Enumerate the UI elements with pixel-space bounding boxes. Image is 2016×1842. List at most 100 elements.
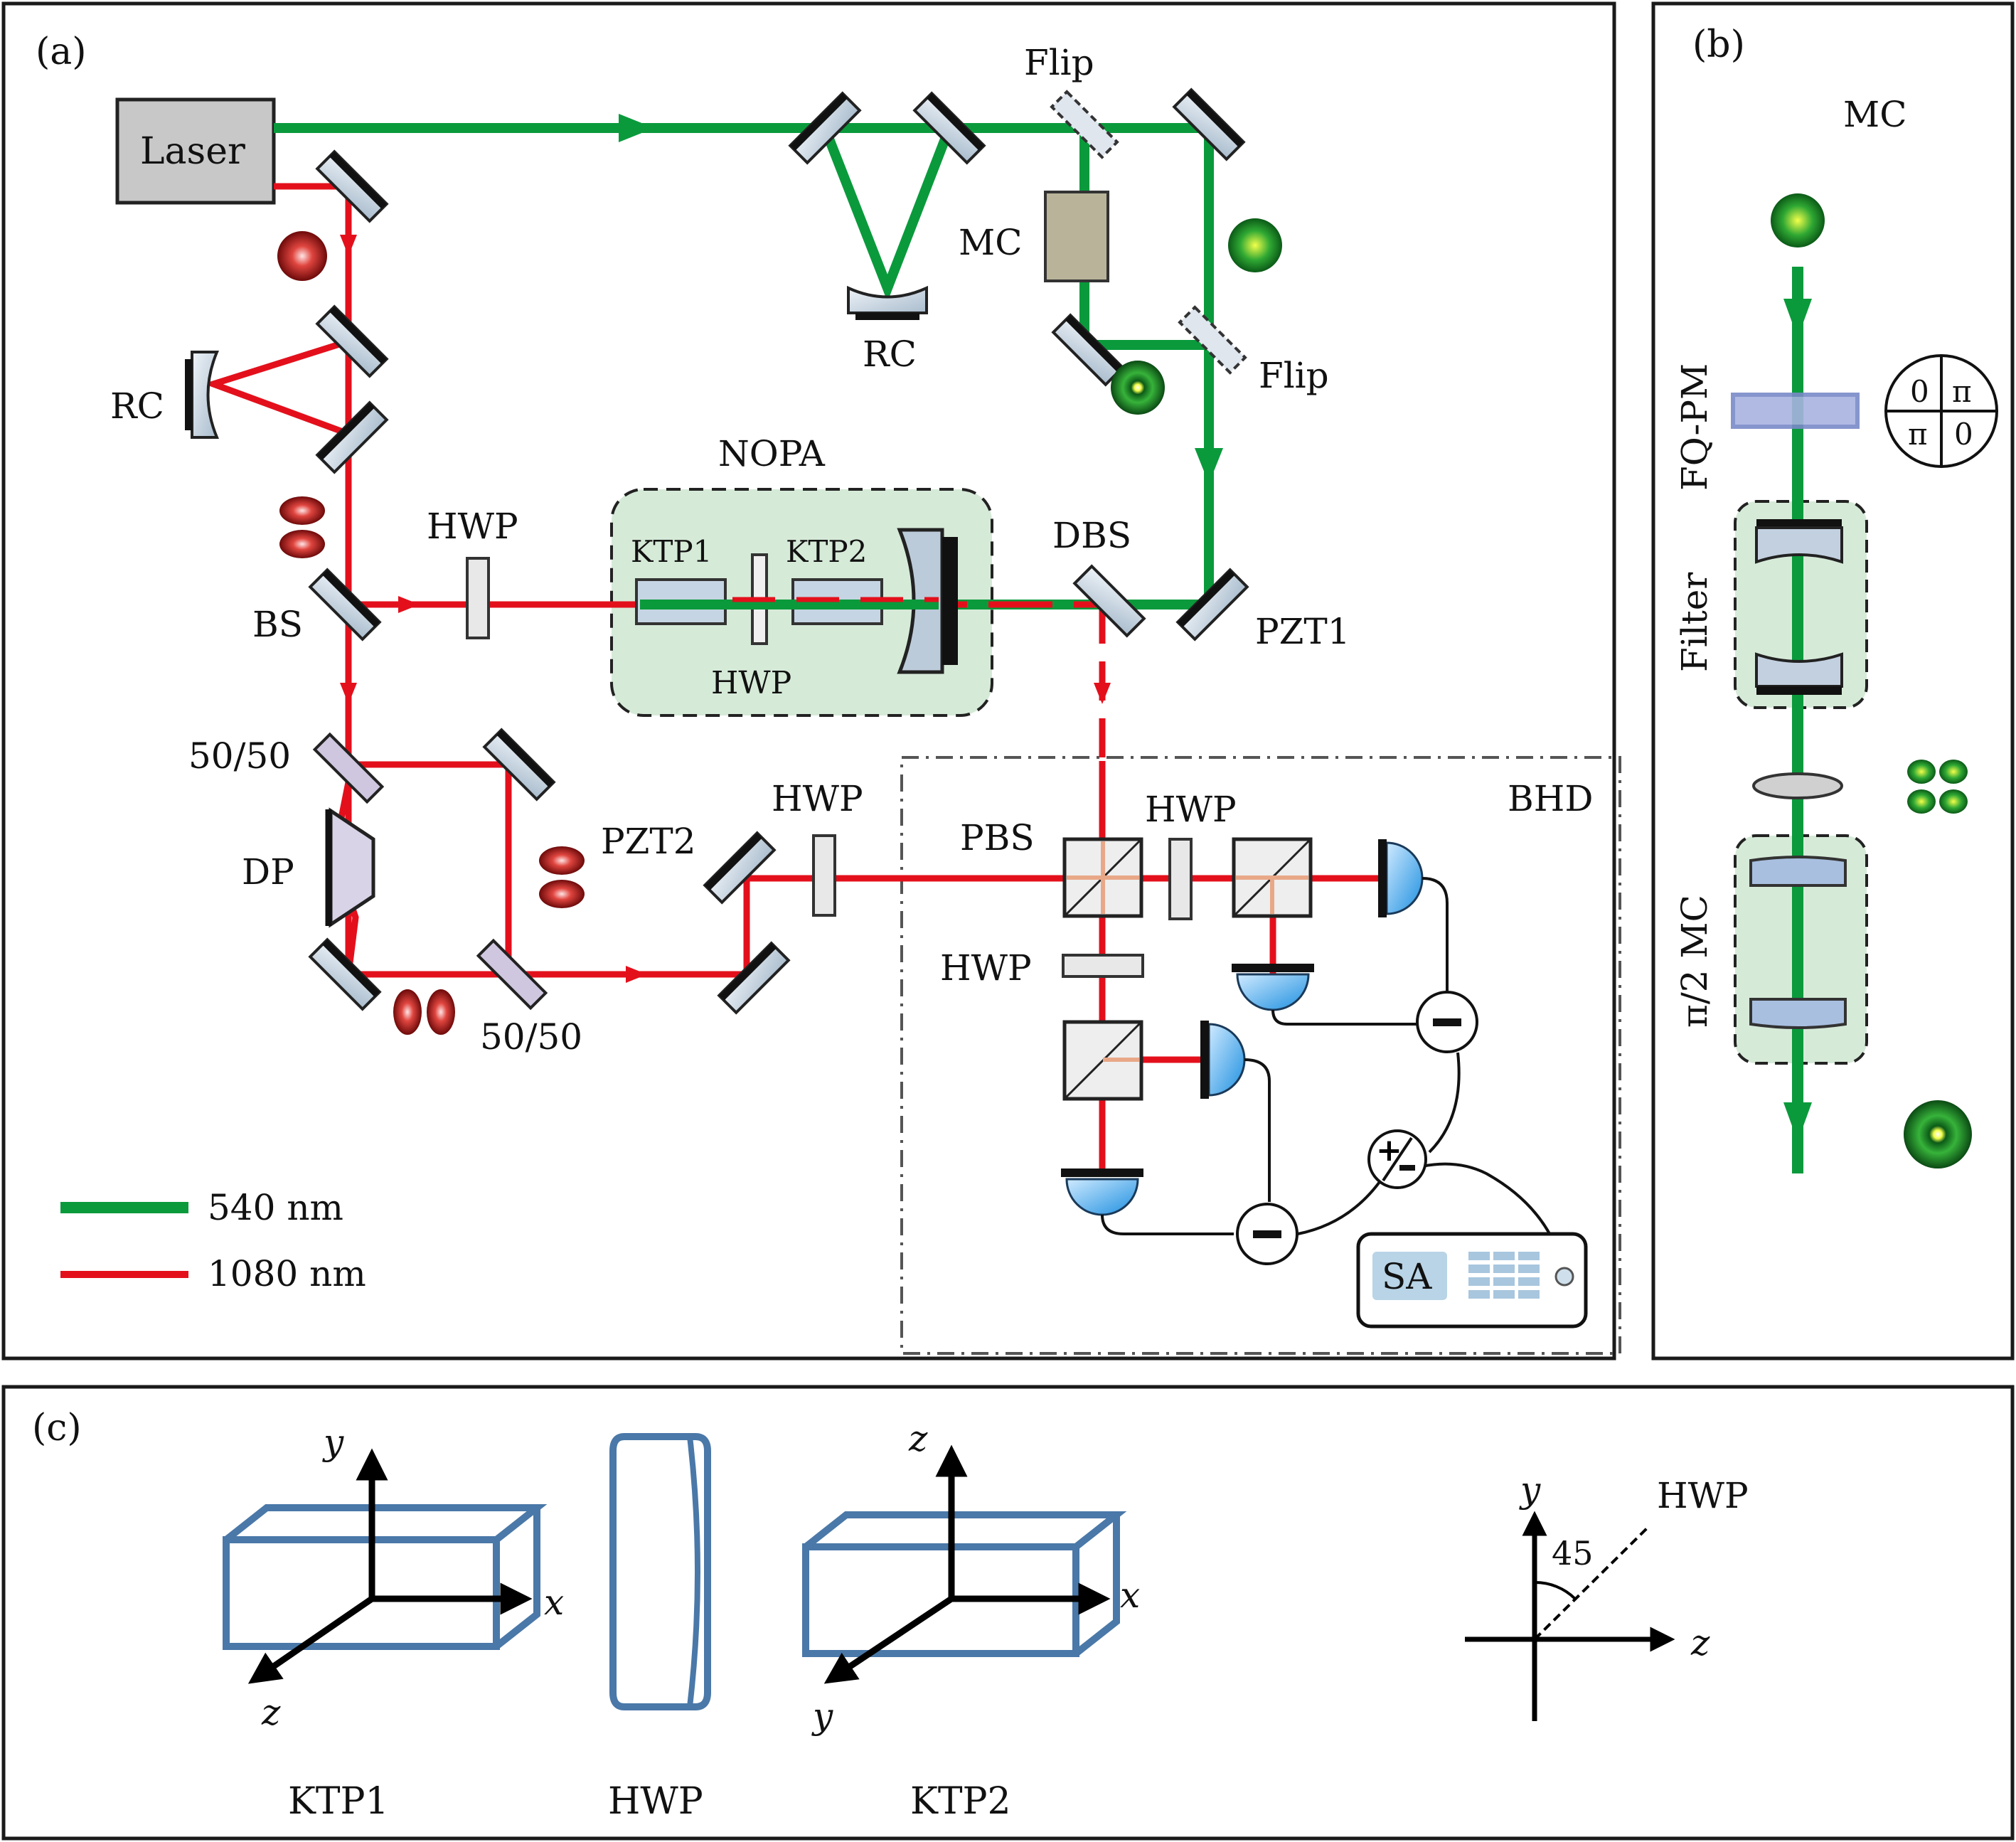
red-arrows [340, 235, 1111, 983]
rc-left-curved-mirror [185, 351, 219, 439]
ktp1-axes [247, 1448, 533, 1684]
panel-b-input-spot [1771, 193, 1825, 247]
filter-mirror-top [1755, 519, 1843, 564]
hwp-axis-up: y [1519, 1469, 1541, 1511]
hwp-plate-bhd1 [1168, 838, 1193, 920]
hwp-bhd1-label: HWP [1145, 789, 1237, 830]
red-spot-hg-horizontal [393, 989, 455, 1035]
split1-label: 50/50 [188, 735, 291, 777]
panel-b-arrow-top [1783, 299, 1812, 338]
pzt1-label: PZT1 [1255, 611, 1350, 652]
dbs-label: DBS [1052, 515, 1131, 556]
panel-b-frame [1651, 1, 2015, 1361]
nopa-label: NOPA [718, 433, 826, 474]
hwp-bhd2-label: HWP [940, 947, 1032, 989]
photodiode-3 [1200, 1021, 1246, 1099]
red-spot-hg-vertical-2 [539, 846, 585, 908]
ktp1-axis-right: x [544, 1582, 564, 1623]
hwp-caption: HWP [608, 1780, 703, 1823]
panel-b-four-lobe-spot [1907, 760, 1968, 814]
bhd-label: BHD [1508, 778, 1593, 819]
panel-b-mc-label: MC [1843, 94, 1906, 135]
rc-left-label: RC [110, 385, 164, 427]
bs-label: BS [252, 604, 303, 645]
phase-q2: π [1952, 374, 1972, 409]
phase-plate-diagram: 0 π π 0 [1884, 354, 1998, 468]
ktp2-axis-up: z [908, 1418, 928, 1459]
flip-mid-label: Flip [1259, 355, 1329, 396]
ktp2-label: KTP2 [786, 534, 867, 569]
legend: 540 nm 1080 nm [60, 1187, 366, 1294]
ktp2-axis-right: x [1120, 1575, 1140, 1616]
ktp1-axis-up: y [322, 1422, 344, 1463]
splitter-5050-2 [476, 938, 548, 1011]
splitter-5050-1 [312, 732, 385, 804]
mirror-pzt2-low [719, 943, 789, 1013]
split2-label: 50/50 [480, 1016, 582, 1058]
dp-prism [325, 807, 375, 928]
panel-c-label: (c) [32, 1407, 82, 1449]
mirror-pzt2 [705, 833, 774, 903]
laser-label: Laser [140, 130, 245, 173]
panel-a-frame [1, 1, 1616, 1361]
ktp1-label: KTP1 [631, 534, 712, 569]
pbs-cube-2 [1232, 837, 1313, 918]
pzt2-label: PZT2 [601, 821, 696, 862]
bhd-wires [1101, 877, 1566, 1274]
ktp2-crystal-3d [802, 1511, 1127, 1657]
laser-box [115, 97, 276, 205]
pbs-cube-3 [1062, 1020, 1143, 1101]
ktp2-axes [823, 1444, 1111, 1684]
sa-label: SA [1382, 1256, 1432, 1297]
flip-mirror-mid [1178, 305, 1247, 375]
legend-label-1080: 1080 nm [208, 1253, 366, 1294]
green-arrow-1 [619, 114, 654, 142]
nopa-hwp-label: HWP [711, 665, 791, 701]
hwp-orientation-axes [1465, 1511, 1675, 1721]
panel-b-output-donut [1904, 1100, 1972, 1168]
phase-q3: π [1908, 417, 1928, 452]
hwp-plate-3d [609, 1433, 711, 1710]
pi2mc-mirror-bottom [1749, 998, 1847, 1029]
hwp-axis-label: HWP [1657, 1475, 1749, 1516]
hwp-plate-pzt2 [812, 834, 836, 917]
dbs-mirror [1072, 564, 1146, 638]
spectrum-analyzer: SA [1356, 1232, 1588, 1329]
rc-top-label: RC [863, 334, 917, 375]
mirror-rc2 [317, 403, 387, 472]
phase-q1: 0 [1910, 374, 1929, 409]
subtractor-2 [1236, 1203, 1298, 1265]
fqpm-plate [1731, 393, 1860, 429]
hwp-top-label: HWP [427, 506, 518, 547]
subtractor-1 [1416, 991, 1478, 1053]
pi2mc-label: π/2 MC [1674, 895, 1715, 1028]
ktp2-caption: KTP2 [910, 1780, 1011, 1823]
photodiode-4 [1061, 1168, 1143, 1216]
hwp-angle-value: 45 [1552, 1534, 1594, 1572]
plus-minus-combiner: + [1367, 1129, 1427, 1189]
photodiode-2 [1232, 964, 1314, 1011]
panel-b-arrow-bottom [1783, 1102, 1812, 1141]
panel-c-frame [1, 1385, 2015, 1841]
panel-a-label: (a) [36, 31, 87, 73]
fqpm-label: FQ-PM [1674, 363, 1715, 491]
panel-b-lens [1752, 772, 1843, 799]
svg-text:+: + [1376, 1132, 1402, 1168]
mc-box [1044, 191, 1109, 282]
ktp1-axis-diag: z [261, 1692, 281, 1733]
photodiode-1 [1378, 839, 1424, 917]
green-arrow-2 [1195, 448, 1223, 484]
filter-mirror-bottom [1755, 652, 1843, 695]
hwp-angle-arc [1534, 1580, 1577, 1600]
mc-label: MC [959, 222, 1022, 263]
bhd-box [900, 756, 1621, 1355]
red-spot-hg-vertical [279, 496, 325, 558]
hwp-plate-top [466, 557, 490, 639]
ktp2-axis-diag: y [811, 1695, 833, 1737]
pbs-label: PBS [960, 817, 1035, 858]
hwp-plate-bhd2 [1062, 954, 1144, 978]
dp-label: DP [242, 851, 294, 893]
hwp-pzt2-label: HWP [772, 778, 863, 819]
ktp1-caption: KTP1 [288, 1780, 389, 1823]
